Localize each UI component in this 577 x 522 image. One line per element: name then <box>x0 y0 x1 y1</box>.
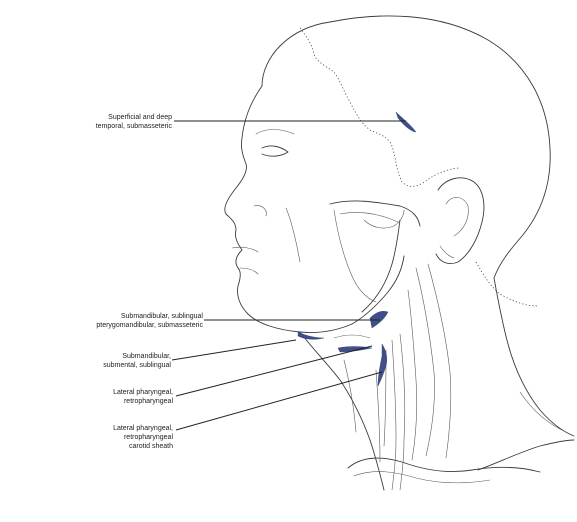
label-submandibular-pterygo-line-2: pterygomandibular, submasseteric <box>96 321 203 330</box>
label-submandibular-pterygo-line-1: Submandibular, sublingual <box>96 312 203 321</box>
leader-lateral-retro-carotid <box>176 372 382 430</box>
label-lateral-retro-carotid: Lateral pharyngeal, retropharyngeal caro… <box>113 424 173 451</box>
label-temporal-line-1: Superficial and deep <box>96 113 172 122</box>
label-temporal-line-2: temporal, submasseteric <box>96 122 172 131</box>
leader-lateral-retro <box>176 346 372 396</box>
label-lateral-retro: Lateral pharyngeal, retropharyngeal <box>113 388 173 406</box>
label-submandibular-pterygo: Submandibular, sublingual pterygomandibu… <box>96 312 203 330</box>
label-lateral-retro-carotid-line-1: Lateral pharyngeal, <box>113 424 173 433</box>
label-submandibular-submental: Submandibular, submental, sublingual <box>103 352 171 370</box>
label-lateral-retro-carotid-line-3: carotid sheath <box>113 442 173 451</box>
leader-submandibular-submental <box>172 340 296 360</box>
label-temporal: Superficial and deep temporal, submasset… <box>96 113 172 131</box>
label-lateral-retro-line-1: Lateral pharyngeal, <box>113 388 173 397</box>
label-lateral-retro-carotid-line-2: retropharyngeal <box>113 433 173 442</box>
label-submandibular-submental-line-1: Submandibular, <box>103 352 171 361</box>
label-submandibular-submental-line-2: submental, sublingual <box>103 361 171 370</box>
label-lateral-retro-line-2: retropharyngeal <box>113 397 173 406</box>
